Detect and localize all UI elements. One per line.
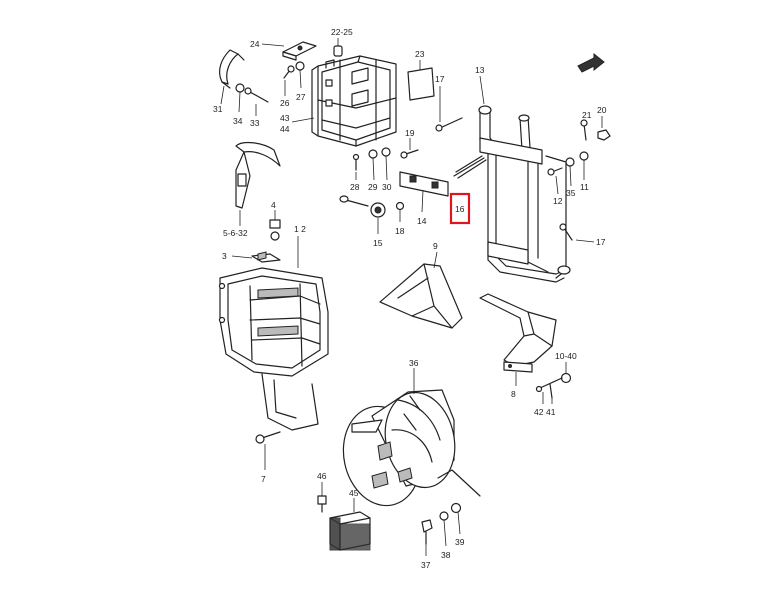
label-33: 33 [250, 118, 260, 128]
label-3: 3 [222, 251, 227, 261]
label-35: 35 [566, 188, 576, 198]
nut-22-25 [333, 38, 343, 57]
bolt-37 [421, 519, 433, 556]
label-5-6-32: 5-6-32 [223, 228, 248, 238]
plate-14 [399, 171, 449, 213]
clip-3 [231, 251, 281, 263]
strap-5-6-32 [235, 141, 281, 209]
bolt-28 [352, 153, 360, 180]
label-27: 27 [296, 92, 306, 102]
label-16: 16 [455, 204, 465, 214]
label-38: 38 [441, 550, 451, 560]
module-box-45 [329, 498, 371, 551]
label-19: 19 [405, 128, 415, 138]
label-15: 15 [373, 238, 383, 248]
label-17-top: 17 [435, 74, 445, 84]
label-18: 18 [395, 226, 405, 236]
label-31: 31 [213, 104, 223, 114]
label-36: 36 [409, 358, 419, 368]
forward-arrow-icon [577, 52, 605, 73]
label-11: 11 [580, 182, 589, 192]
label-1-2: 1 2 [294, 224, 306, 234]
strap-31 [218, 49, 245, 89]
label-24: 24 [250, 39, 260, 49]
wheel-chock-9 [379, 251, 463, 329]
label-17-right: 17 [596, 237, 606, 247]
cable-reel-36 [342, 368, 481, 507]
label-7: 7 [261, 474, 266, 484]
bolt-7 [255, 431, 281, 470]
label-4: 4 [271, 200, 276, 210]
nut-20 [597, 116, 611, 141]
label-14: 14 [417, 216, 427, 226]
label-30: 30 [382, 182, 392, 192]
bolt-21 [580, 119, 588, 141]
washer-29 [368, 149, 378, 181]
bolt-33 [244, 87, 269, 116]
label-20: 20 [597, 105, 607, 115]
label-44: 44 [280, 124, 290, 134]
label-42: 42 [534, 407, 544, 417]
label-22-25: 22-25 [331, 27, 353, 37]
label-28: 28 [350, 182, 360, 192]
label-45: 45 [349, 488, 359, 498]
label-9: 9 [433, 241, 438, 251]
label-13: 13 [475, 65, 485, 75]
nut-11 [579, 151, 589, 180]
lower-cage-1-2 [218, 267, 329, 431]
label-41: 41 [546, 407, 556, 417]
label-12: 12 [553, 196, 563, 206]
label-8: 8 [511, 389, 516, 399]
label-26: 26 [280, 98, 290, 108]
bolt-42 [535, 377, 563, 404]
bracket-24 [282, 41, 317, 61]
label-37: 37 [421, 560, 431, 570]
washer-38 [439, 511, 449, 547]
highlight-box [449, 192, 471, 225]
label-43: 43 [280, 113, 290, 123]
upper-cage-43-44 [311, 55, 397, 147]
pin-16 [453, 155, 487, 179]
frame-13 [478, 105, 571, 283]
bolt-19 [400, 138, 419, 159]
label-34: 34 [233, 116, 243, 126]
decal-23 [407, 60, 435, 101]
washer-34 [235, 83, 245, 113]
label-29: 29 [368, 182, 378, 192]
label-21: 21 [582, 110, 592, 120]
label-10-40: 10-40 [555, 351, 577, 361]
bolt-26 [283, 65, 295, 96]
washer-18 [395, 201, 405, 222]
label-39: 39 [455, 537, 465, 547]
washer-35 [565, 157, 575, 187]
bolt-4 [269, 210, 281, 241]
label-46: 46 [317, 471, 327, 481]
lever-15 [339, 195, 386, 234]
nut-39 [450, 502, 462, 535]
bolt-41 [549, 383, 553, 404]
bolt-17-top [435, 86, 463, 132]
label-23: 23 [415, 49, 425, 59]
bolt-17-right [559, 223, 595, 243]
nut-10-40 [560, 362, 572, 384]
bracket-8 [479, 293, 557, 386]
nut-30 [381, 147, 391, 181]
nut-27 [295, 61, 305, 89]
bolt-12 [547, 167, 563, 195]
bolt-46 [317, 482, 327, 513]
